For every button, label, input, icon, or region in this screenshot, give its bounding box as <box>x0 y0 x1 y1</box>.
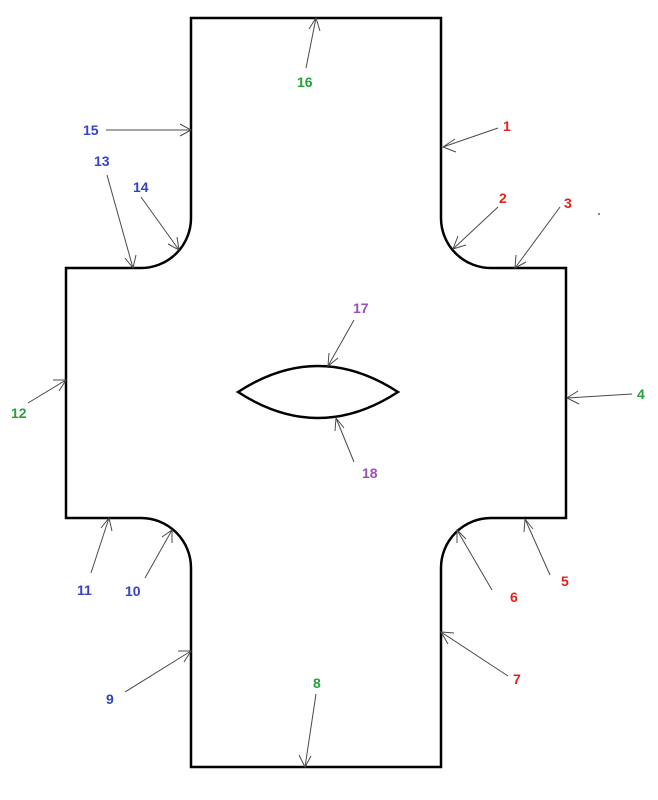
arrow-5-head <box>523 517 534 533</box>
arrow-12-head <box>53 379 67 392</box>
label-8: 8 <box>313 675 321 691</box>
arrow-18-head <box>334 416 345 432</box>
arrow-2 <box>452 206 499 250</box>
arrow-9-head <box>178 650 192 663</box>
label-17: 17 <box>353 300 369 316</box>
arrows-group <box>27 16 633 769</box>
arrow-13 <box>106 174 134 269</box>
label-15: 15 <box>83 122 99 138</box>
arrow-17 <box>327 319 355 367</box>
arrow-16 <box>305 17 317 69</box>
label-5: 5 <box>561 573 569 589</box>
arrow-4-head <box>565 390 580 405</box>
arrow-8-head <box>298 754 312 769</box>
arrow-11 <box>90 517 110 574</box>
arrow-13-head <box>124 254 137 270</box>
label-6: 6 <box>510 589 518 605</box>
label-18: 18 <box>362 465 378 481</box>
labels-group: 1 2 3 4 5 6 7 8 9 10 11 12 13 14 15 16 1… <box>11 74 645 707</box>
label-10: 10 <box>125 583 141 599</box>
label-13: 13 <box>94 153 110 169</box>
arrow-2-head <box>452 235 467 250</box>
label-4: 4 <box>637 386 645 402</box>
label-11: 11 <box>77 582 92 598</box>
arrow-10-head <box>161 529 173 543</box>
cross-outline <box>64 16 568 769</box>
arrow-12 <box>27 379 67 404</box>
arrow-6-head <box>456 528 467 543</box>
arrow-4 <box>566 393 633 399</box>
arrow-5 <box>524 518 551 576</box>
stray-dot <box>598 213 600 215</box>
arrow-14-head <box>167 236 180 251</box>
label-2: 2 <box>499 190 507 206</box>
arrow-16-head <box>308 16 321 32</box>
arrow-18 <box>335 417 355 463</box>
arrow-3-head <box>514 254 527 269</box>
arrow-14 <box>140 196 180 251</box>
label-9: 9 <box>106 691 114 707</box>
arrow-3 <box>514 206 561 269</box>
arrow-15-head <box>179 123 193 137</box>
arrow-7-head <box>440 631 455 645</box>
arrow-9 <box>124 650 192 693</box>
label-16: 16 <box>297 74 313 90</box>
arrow-1-head <box>441 138 457 153</box>
label-14: 14 <box>133 179 149 195</box>
label-3: 3 <box>564 195 572 211</box>
arrow-10 <box>144 529 173 579</box>
arrow-7 <box>440 631 509 677</box>
arrow-8 <box>304 693 317 768</box>
arrow-11-head <box>100 516 113 532</box>
arrow-17-head <box>327 352 339 368</box>
label-1: 1 <box>503 118 511 134</box>
label-12: 12 <box>11 405 27 421</box>
arrow-1 <box>442 127 499 148</box>
arrow-6 <box>456 529 493 591</box>
lens-hole <box>235 364 401 420</box>
label-7: 7 <box>513 671 521 687</box>
